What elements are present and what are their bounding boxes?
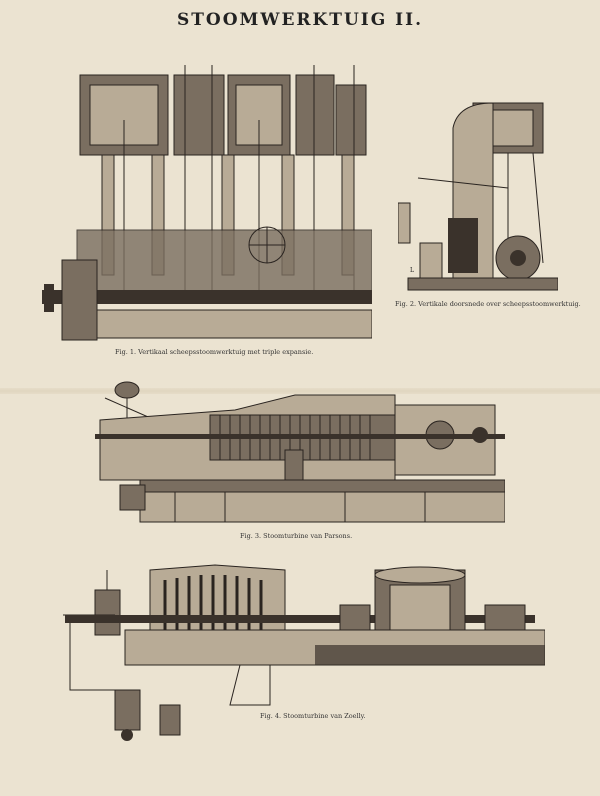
fig1-illustration [42, 65, 372, 341]
fig2-illustration: L [398, 102, 558, 291]
fig4-caption: Fig. 4. Stoomturbine van Zoelly. [260, 712, 366, 720]
plate-title: STOOMWERKTUIG II. [176, 10, 423, 30]
fig4-illustration [63, 564, 545, 741]
page-fold [0, 388, 600, 394]
fig2-caption: Fig. 2. Vertikale doorsnede over scheeps… [395, 300, 581, 308]
fig3-illustration [95, 381, 505, 523]
fig2-label: L [410, 267, 414, 274]
fig3-caption: Fig. 3. Stoomturbine van Parsons. [240, 532, 353, 540]
fig1-caption: Fig. 1. Vertikaal scheepsstoomwerktuig m… [115, 348, 314, 356]
